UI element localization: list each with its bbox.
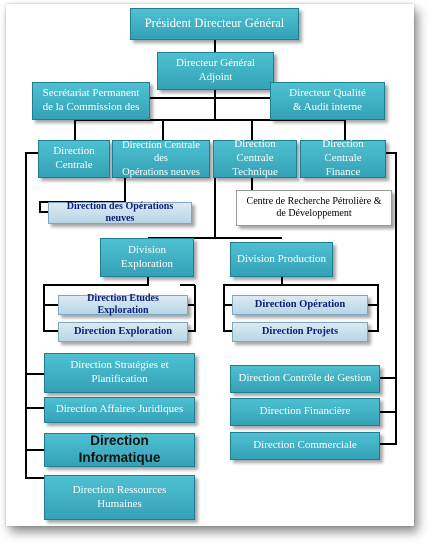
dcon-line1: Direction Centrale des (122, 140, 200, 165)
controle-label: Direction Contrôle de Gestion (238, 372, 372, 385)
dc-line2: Centrale (55, 159, 93, 171)
connector-production-right (282, 284, 379, 332)
commerciale-label: Direction Commerciale (253, 439, 357, 452)
dcf-line2: Finance (325, 165, 361, 178)
div-expl-line1: Division (128, 243, 166, 256)
box-qualite: Directeur Qualité& Audit interne (270, 82, 385, 120)
centre-line2: de Développement (276, 208, 352, 219)
connector-right-spine (380, 152, 397, 445)
dct-line1: Direction Centrale (234, 138, 276, 165)
centre-line1: Centre de Recherche Pétrolière & (246, 195, 382, 207)
box-dir-etudes-exploration: Direction Etudes Exploration (58, 292, 188, 317)
box-dir-informatique: Direction Informatique (44, 433, 195, 467)
box-dir-financiere: Direction Financière (230, 398, 380, 426)
juridiques-label: Direction Affaires Juridiques (55, 403, 184, 416)
qualite-line1: Directeur Qualité (289, 87, 366, 100)
strategies-line1: Direction Stratégies et (70, 359, 169, 372)
connector-exploration (43, 277, 149, 332)
box-dir-affaires-juridiques: Direction Affaires Juridiques (44, 397, 195, 423)
etudes-label: Direction Etudes Exploration (87, 292, 159, 317)
connector-exploration-right-b (188, 285, 196, 332)
projets-label: Direction Projets (261, 326, 339, 338)
dc-line1: Direction (53, 145, 95, 158)
financiere-label: Direction Financière (259, 405, 351, 418)
connector-ops-neuves (39, 178, 126, 213)
dcf-line1: Direction Centrale (322, 138, 364, 165)
box-pdg: Président Directeur Général (130, 8, 299, 40)
dct-line2: Technique (232, 165, 278, 178)
box-dir-commerciale: Direction Commerciale (230, 432, 380, 460)
secretariat-line1: Secrétariat Permanent (42, 87, 140, 100)
qualite-line2: & Audit interne (292, 101, 363, 113)
box-division-production: Division Production (230, 242, 333, 277)
dga-line1: Directeur Général (175, 57, 256, 70)
dcon-line2: Opérations neuves (122, 166, 200, 178)
box-dir-ops-neuves: Direction des Opérations neuves (48, 200, 192, 225)
informatique-label: Direction Informatique (78, 433, 161, 465)
dir-ops-neuves-label: Direction des Opérations neuves (66, 200, 174, 225)
strategies-line2: Planification (91, 373, 148, 385)
connector-production (223, 277, 283, 332)
box-dir-operation: Direction Opération (232, 295, 368, 315)
pdg-label: Président Directeur Général (144, 16, 285, 31)
box-dir-controle-gestion: Direction Contrôle de Gestion (230, 365, 380, 393)
box-dir-projets: Direction Projets (232, 322, 368, 342)
dga-line2: Adjoint (198, 71, 233, 83)
box-dir-exploration: Direction Exploration (58, 322, 188, 342)
div-expl-line2: Exploration (121, 257, 173, 270)
secretariat-line2: de la Commission des (42, 101, 140, 113)
exploration-label: Direction Exploration (73, 326, 173, 338)
box-centre-recherche: Centre de Recherche Pétrolière &de Dével… (236, 190, 392, 226)
rh-line2: Humaines (97, 497, 142, 510)
div-prod-label: Division Production (237, 252, 326, 265)
operation-label: Direction Opération (254, 299, 346, 311)
connector-left-spine (25, 152, 44, 479)
rh-line1: Direction Ressources (72, 483, 167, 496)
